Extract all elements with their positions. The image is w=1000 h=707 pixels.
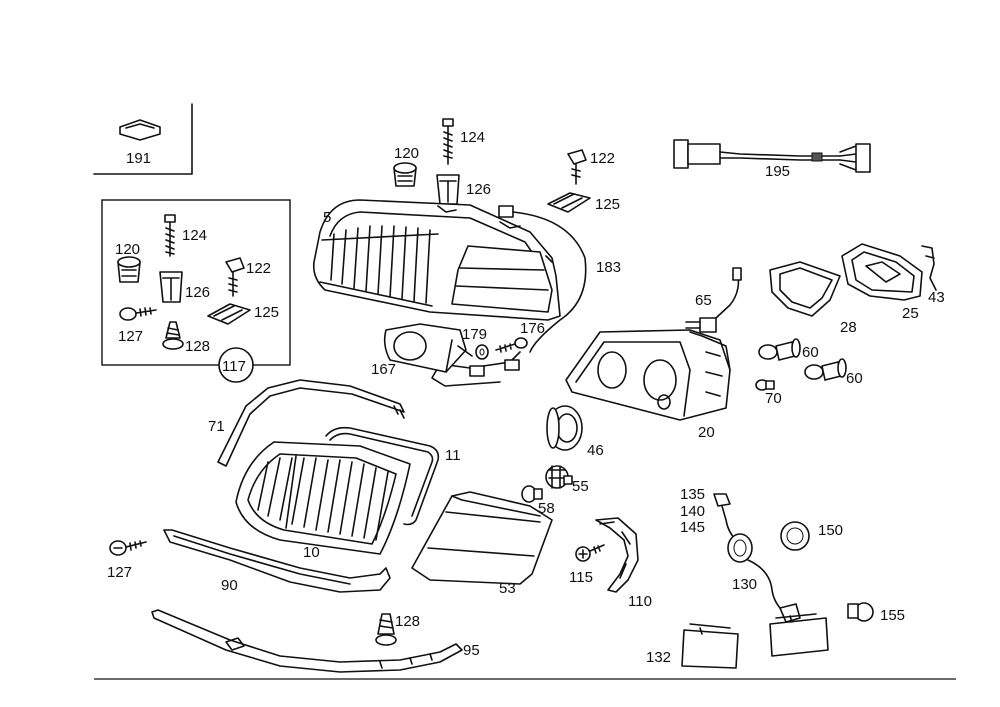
part-53-turn-signal-lens: 53 — [411, 491, 553, 597]
label-126-top: 126 — [466, 181, 491, 198]
part-71-trim-strip: 71 — [208, 379, 405, 467]
label-110: 110 — [628, 593, 652, 610]
label-115: 115 — [569, 569, 593, 586]
part-124-screw-icon — [164, 214, 176, 257]
part-120-grommet-top-icon — [393, 162, 417, 187]
label-127-lower: 127 — [107, 564, 132, 581]
part-191-clip-box: 191 — [93, 103, 193, 175]
part-25-gasket: 25 — [841, 243, 923, 322]
part-179-grommet-icon: 179 — [462, 326, 489, 360]
label-125-kit: 125 — [254, 304, 279, 321]
part-20-headlamp-housing: 20 — [565, 329, 731, 441]
label-25: 25 — [902, 305, 919, 322]
label-55: 55 — [572, 478, 589, 495]
label-43: 43 — [928, 289, 945, 306]
label-58: 58 — [538, 500, 555, 517]
label-120-top: 120 — [394, 145, 419, 162]
label-60-right: 60 — [846, 370, 863, 387]
label-120-kit: 120 — [115, 241, 140, 258]
label-128-kit: 128 — [185, 338, 210, 355]
label-195: 195 — [765, 163, 790, 180]
part-28-seal: 28 — [769, 261, 857, 336]
label-145: 145 — [680, 519, 705, 536]
part-176-screw-icon: 176 — [495, 320, 545, 353]
part-60-bulb-left: 60 — [758, 338, 819, 361]
part-115-screw-icon: 115 — [569, 544, 605, 586]
part-122-bolt-top-icon — [567, 149, 587, 185]
part-60-bulb-right: 60 — [804, 358, 863, 387]
label-135: 135 — [680, 486, 705, 503]
label-127-kit: 127 — [118, 328, 143, 345]
part-43-bracket: 43 — [921, 245, 945, 306]
part-126-clip-nut-icon — [159, 271, 183, 303]
label-90: 90 — [221, 577, 238, 594]
label-71: 71 — [208, 418, 225, 435]
label-20: 20 — [698, 424, 715, 441]
label-183: 183 — [596, 259, 621, 276]
part-90-lower-trim: 90 — [163, 529, 391, 594]
label-117: 117 — [222, 358, 246, 375]
part-128-plug-lower-icon: 128 — [375, 613, 420, 646]
label-130: 130 — [732, 576, 757, 593]
part-58-bulb: 58 — [521, 485, 555, 517]
label-150: 150 — [818, 522, 843, 539]
part-122-bolt-icon — [225, 257, 245, 297]
part-127-screw-lower-icon: 127 — [107, 540, 147, 581]
part-95-bottom-trim: 95 — [151, 609, 480, 673]
label-60-left: 60 — [802, 344, 819, 361]
part-55-bulb-socket: 55 — [545, 465, 589, 495]
part-10-headlamp-lens: 10 — [235, 441, 411, 561]
label-95: 95 — [463, 642, 480, 659]
part-126-clip-top-icon — [436, 174, 460, 205]
part-65-bulb-lead: 65 — [685, 267, 742, 333]
part-124-screw-top-icon — [442, 118, 454, 165]
part-70-bulb: 70 — [755, 379, 782, 407]
part-125-clip-top-icon — [547, 192, 591, 213]
label-65: 65 — [695, 292, 712, 309]
label-122-kit: 122 — [246, 260, 271, 277]
part-11-lens-seal: 11 — [325, 426, 461, 526]
label-176: 176 — [520, 320, 545, 337]
label-126-kit: 126 — [185, 284, 210, 301]
upper-fasteners: 120 124 126 — [393, 118, 491, 205]
label-191: 191 — [126, 150, 151, 167]
part-125-clip-icon — [207, 303, 251, 325]
part-117-fastener-kit-box: 117 120 124 122 126 125 127 128 — [101, 199, 291, 383]
label-155: 155 — [880, 607, 905, 624]
label-11: 11 — [445, 447, 461, 464]
part-155-bulb: 155 — [847, 602, 905, 624]
label-128-lower: 128 — [395, 613, 420, 630]
part-132-side-markers: 132 — [646, 613, 829, 669]
part-195-harness: 195 — [673, 139, 871, 180]
part-183-wiring: 183 — [431, 205, 621, 387]
label-70: 70 — [765, 390, 782, 407]
label-179: 179 — [462, 326, 487, 343]
part-128-plug-icon — [162, 321, 184, 350]
part-120-grommet-icon — [117, 256, 141, 283]
label-140: 140 — [680, 503, 705, 520]
label-28: 28 — [840, 319, 857, 336]
label-124-top: 124 — [460, 129, 485, 146]
part-167-fog-lamp: 167 — [371, 323, 473, 378]
part-110-bracket: 110 — [595, 517, 652, 610]
part-150-cap: 150 — [780, 521, 843, 551]
part-46-cover-cap: 46 — [546, 405, 604, 459]
label-10: 10 — [303, 544, 320, 561]
part-130-socket-lead: 135 140 145 130 — [680, 486, 801, 623]
label-125-top: 125 — [595, 196, 620, 213]
label-122-top: 122 — [590, 150, 615, 167]
label-53: 53 — [499, 580, 516, 597]
upper-right-fasteners: 122 125 — [547, 149, 620, 213]
label-167: 167 — [371, 361, 396, 378]
label-46: 46 — [587, 442, 604, 459]
label-132: 132 — [646, 649, 671, 666]
part-5-headlamp-assembly: 5 — [312, 199, 561, 321]
label-124-kit: 124 — [182, 227, 207, 244]
part-127-screw-icon — [119, 307, 157, 321]
label-5: 5 — [323, 209, 331, 226]
